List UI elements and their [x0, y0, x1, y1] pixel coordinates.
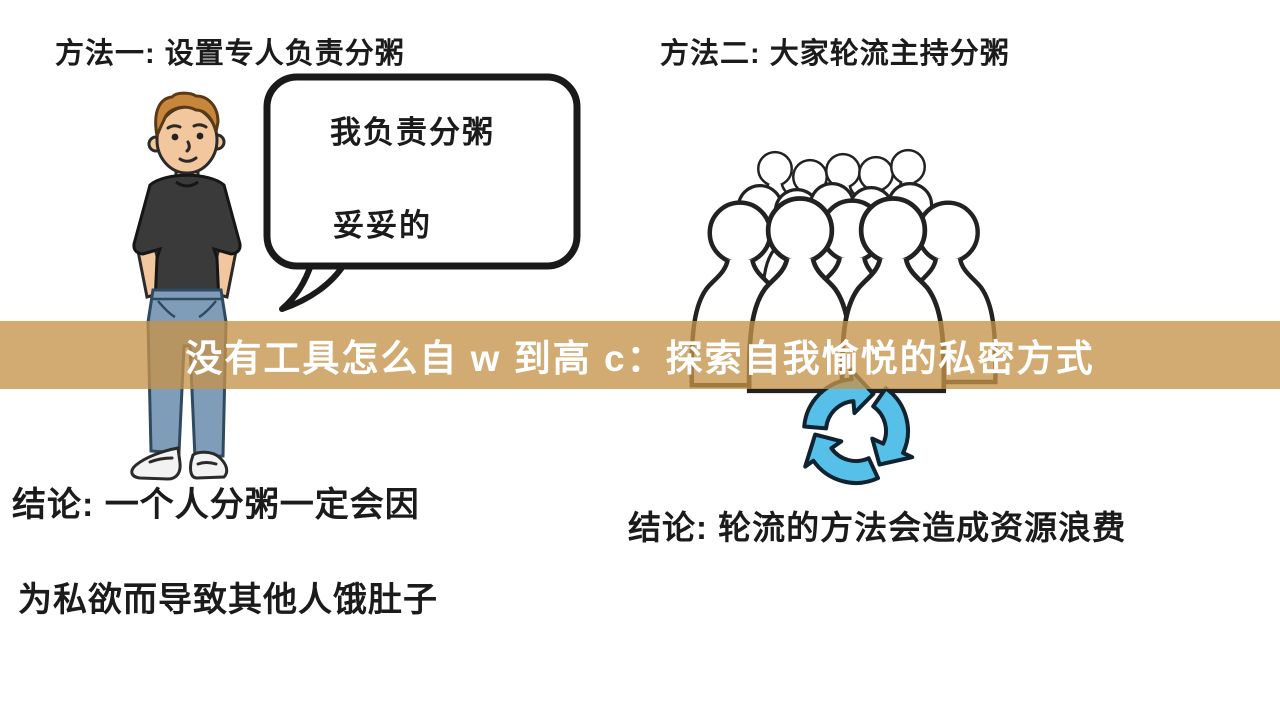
man-figure	[130, 91, 242, 481]
conclusion-right: 结论: 轮流的方法会造成资源浪费	[628, 509, 1127, 546]
speech-bubble	[263, 73, 581, 312]
man-shoe-right-lace	[196, 461, 218, 466]
speech-bubble-line-2: 妥妥的	[333, 208, 432, 243]
man-mouth	[178, 156, 198, 163]
man-shoe-right	[189, 450, 229, 480]
man-nose	[185, 140, 191, 153]
man-pocket-left	[157, 300, 176, 319]
man-eye-right	[196, 132, 204, 140]
man-pocket-right	[198, 300, 217, 319]
man-collar	[175, 180, 199, 188]
conclusion-left-line-2: 为私欲而导致其他人饿肚子	[18, 581, 438, 619]
man-eye-left	[171, 133, 179, 141]
method-two-title: 方法二: 大家轮流主持分粥	[660, 38, 1010, 70]
man-brow-left	[166, 124, 182, 130]
rotation-icon	[789, 363, 915, 503]
man-shoe-left	[130, 446, 182, 481]
overlay-ad-banner: 没有工具怎么自 w 到高 c：探索自我愉悦的私密方式	[0, 321, 1280, 389]
speech-bubble-line-1: 我负责分粥	[330, 115, 495, 150]
man-shoe-left-lace	[148, 456, 174, 464]
man-brow-right	[192, 123, 208, 129]
man-hair	[154, 91, 220, 137]
overlay-ad-banner-text: 没有工具怎么自 w 到高 c：探索自我愉悦的私密方式	[185, 338, 1095, 379]
speech-bubble-body	[263, 73, 581, 270]
conclusion-left-line-1: 结论: 一个人分粥一定会因	[12, 486, 420, 524]
speech-bubble-tail	[279, 259, 348, 312]
man-tshirt	[132, 173, 242, 306]
method-one-title: 方法一: 设置专人负责分粥	[55, 38, 405, 70]
